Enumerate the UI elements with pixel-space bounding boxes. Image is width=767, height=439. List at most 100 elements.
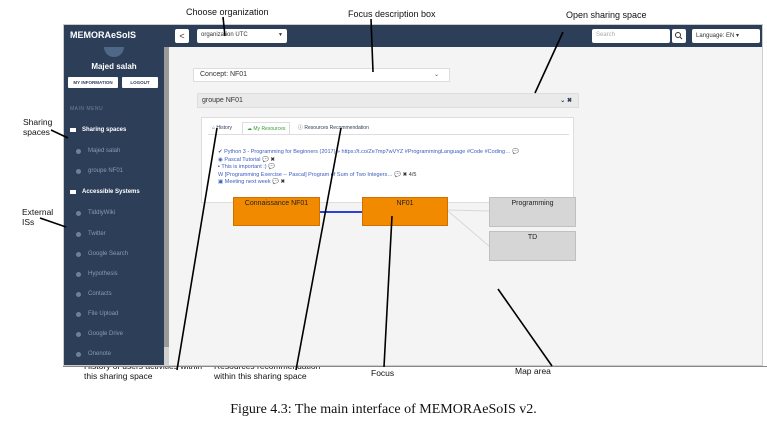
eye-icon <box>76 149 81 154</box>
list-item[interactable]: ◉ Pascal Tutorial 💬 ✖ <box>218 157 519 165</box>
list-item[interactable]: ▣ Meeting next week 💬 ✖ <box>218 179 519 187</box>
sharing-space-title: groupe NF01 <box>202 97 243 104</box>
annotation-map-area: Map area <box>515 366 551 376</box>
tab-label: History <box>216 125 232 131</box>
main-content: Concept: NF01 ⌄ groupe NF01 ⌄ ✖ ⌂ Histor… <box>169 47 762 365</box>
sidebar-item-label: Google Search <box>88 251 129 257</box>
map-edge-link <box>320 211 362 213</box>
list-item[interactable]: ▪ This is important :) 💬 <box>218 164 519 172</box>
sidebar-item-contacts[interactable]: Contacts <box>64 287 164 301</box>
annotation-external-iss: External ISs <box>22 207 54 227</box>
map-node-programming[interactable]: Programming <box>489 197 576 227</box>
sharing-space-header[interactable]: groupe NF01 ⌄ ✖ <box>197 93 579 108</box>
avatar <box>104 47 124 57</box>
sidebar-header-sharing-spaces[interactable]: Sharing spaces <box>64 123 164 137</box>
organization-select[interactable]: organization UTC ▼ <box>197 29 287 43</box>
map-node-td[interactable]: TD <box>489 231 576 261</box>
logout-button[interactable]: LOGOUT <box>122 77 158 88</box>
search-icon <box>675 32 683 40</box>
sidebar-item-label: File Upload <box>88 311 119 317</box>
note-icon: ▪ <box>218 164 220 170</box>
focus-description-box[interactable]: Concept: NF01 ⌄ <box>193 68 450 82</box>
sidebar-scrollbar[interactable] <box>164 47 169 365</box>
sidebar-item-groupe-nf01[interactable]: groupe NF01 <box>64 164 164 178</box>
calendar-icon: ▣ <box>218 179 224 185</box>
resource-actions[interactable]: 💬 ✖ 4/5 <box>394 171 417 178</box>
sidebar-item-hypothesis[interactable]: Hypothesis <box>64 267 164 281</box>
top-navbar: MEMORAeSoIS < organization UTC ▼ Search … <box>64 25 762 47</box>
sidebar-item-label: TiddlyWiki <box>88 210 116 216</box>
annotation-focus: Focus <box>371 368 395 378</box>
collapse-close-icons[interactable]: ⌄ ✖ <box>560 98 572 104</box>
resource-actions[interactable]: 💬 <box>268 164 276 170</box>
twitter-icon: ✔ <box>218 149 223 155</box>
language-select[interactable]: Language: EN ▾ <box>692 29 760 43</box>
sidebar-header-label: Accessible Systems <box>82 189 140 195</box>
onenote-icon <box>76 352 81 357</box>
hypothesis-icon <box>76 272 81 277</box>
resource-link[interactable]: [Programming Exercise -- Pascal] Program… <box>224 171 393 178</box>
sidebar-item-tiddlywiki[interactable]: TiddlyWiki <box>64 206 164 220</box>
my-information-button[interactable]: MY INFORMATION <box>68 77 118 88</box>
sharing-space-panel: ⌂ History ☁ My Resources ⓘ Resources Rec… <box>201 117 574 203</box>
resource-link[interactable]: Pascal Tutorial <box>224 156 261 163</box>
annotation-choose-organization: Choose organization <box>186 7 269 17</box>
annotation-focus-description: Focus description box <box>348 9 436 19</box>
sidebar-item-onenote[interactable]: Onenote <box>64 347 164 361</box>
brand-logo: MEMORAeSoIS <box>70 30 137 40</box>
google-icon <box>76 252 81 257</box>
sidebar-item-label: Majed salah <box>88 148 121 154</box>
collapse-sidebar-button[interactable]: < <box>175 29 189 43</box>
sidebar-item-google-search[interactable]: Google Search <box>64 247 164 261</box>
sidebar-item-twitter[interactable]: Twitter <box>64 227 164 241</box>
map-bottom-line <box>63 366 767 367</box>
tab-my-resources[interactable]: ☁ My Resources <box>242 122 291 134</box>
caret-down-icon: ▼ <box>278 32 283 38</box>
map-node-focus[interactable]: NF01 <box>362 197 448 226</box>
sidebar-item-label: Onenote <box>88 351 112 357</box>
search-input[interactable]: Search <box>592 29 670 43</box>
annotation-sharing-spaces: Sharing spaces <box>23 117 53 137</box>
cloud-icon: ☁ <box>247 126 254 132</box>
scrollbar-thumb[interactable] <box>164 47 169 347</box>
sidebar-item-label: Twitter <box>88 231 106 237</box>
resource-list: ✔ Python 3 - Programming for Beginners (… <box>218 149 519 187</box>
tab-label: Resources Recommendation <box>304 125 369 131</box>
list-item[interactable]: ✔ Python 3 - Programming for Beginners (… <box>218 149 519 157</box>
globe-icon: ◉ <box>218 156 223 163</box>
resource-link[interactable]: This is important :) <box>221 164 267 170</box>
search-button[interactable] <box>672 29 686 43</box>
tab-history[interactable]: ⌂ History <box>208 122 236 134</box>
sidebar-item-label: groupe NF01 <box>88 168 124 174</box>
resource-actions[interactable]: 💬 ✖ <box>261 156 275 163</box>
sidebar-header-label: Sharing spaces <box>82 127 127 133</box>
resource-actions[interactable]: 💬 <box>512 149 519 155</box>
resource-actions[interactable]: 💬 ✖ <box>272 179 286 185</box>
file-icon <box>76 312 81 317</box>
tab-resources-recommendation[interactable]: ⓘ Resources Recommendation <box>294 122 373 134</box>
chevron-down-icon[interactable]: ⌄ <box>433 72 439 78</box>
contacts-icon <box>76 292 81 297</box>
eye-icon <box>76 169 81 174</box>
focus-description-label: Concept: NF01 <box>200 71 248 78</box>
tiddlywiki-icon <box>76 211 81 216</box>
sidebar-item-label: Contacts <box>88 291 112 297</box>
resource-link[interactable]: Meeting next week <box>224 179 271 185</box>
twitter-icon <box>76 232 81 237</box>
map-node-connaissance[interactable]: Connaissance NF01 <box>233 197 320 226</box>
sidebar: Majed salah MY INFORMATION LOGOUT MAIN M… <box>64 47 164 365</box>
sidebar-header-accessible-systems[interactable]: Accessible Systems <box>64 185 164 199</box>
sidebar-item-majed-salah[interactable]: Majed salah <box>64 144 164 158</box>
user-name: Majed salah <box>91 62 137 71</box>
grid-icon <box>70 128 76 132</box>
sidebar-item-label: Google Drive <box>88 331 124 337</box>
sidebar-item-file-upload[interactable]: File Upload <box>64 307 164 321</box>
organization-value: organization UTC <box>201 32 248 38</box>
app-window: MEMORAeSoIS < organization UTC ▼ Search … <box>63 24 763 366</box>
wikipedia-icon: W <box>218 171 224 178</box>
annotation-open-sharing-space: Open sharing space <box>566 10 647 20</box>
sidebar-item-google-drive[interactable]: Google Drive <box>64 327 164 341</box>
main-menu-label: MAIN MENU <box>70 106 104 112</box>
resource-link[interactable]: Python 3 - Programming for Beginners (20… <box>224 149 511 155</box>
list-item[interactable]: W [Programming Exercise -- Pascal] Progr… <box>218 172 519 180</box>
